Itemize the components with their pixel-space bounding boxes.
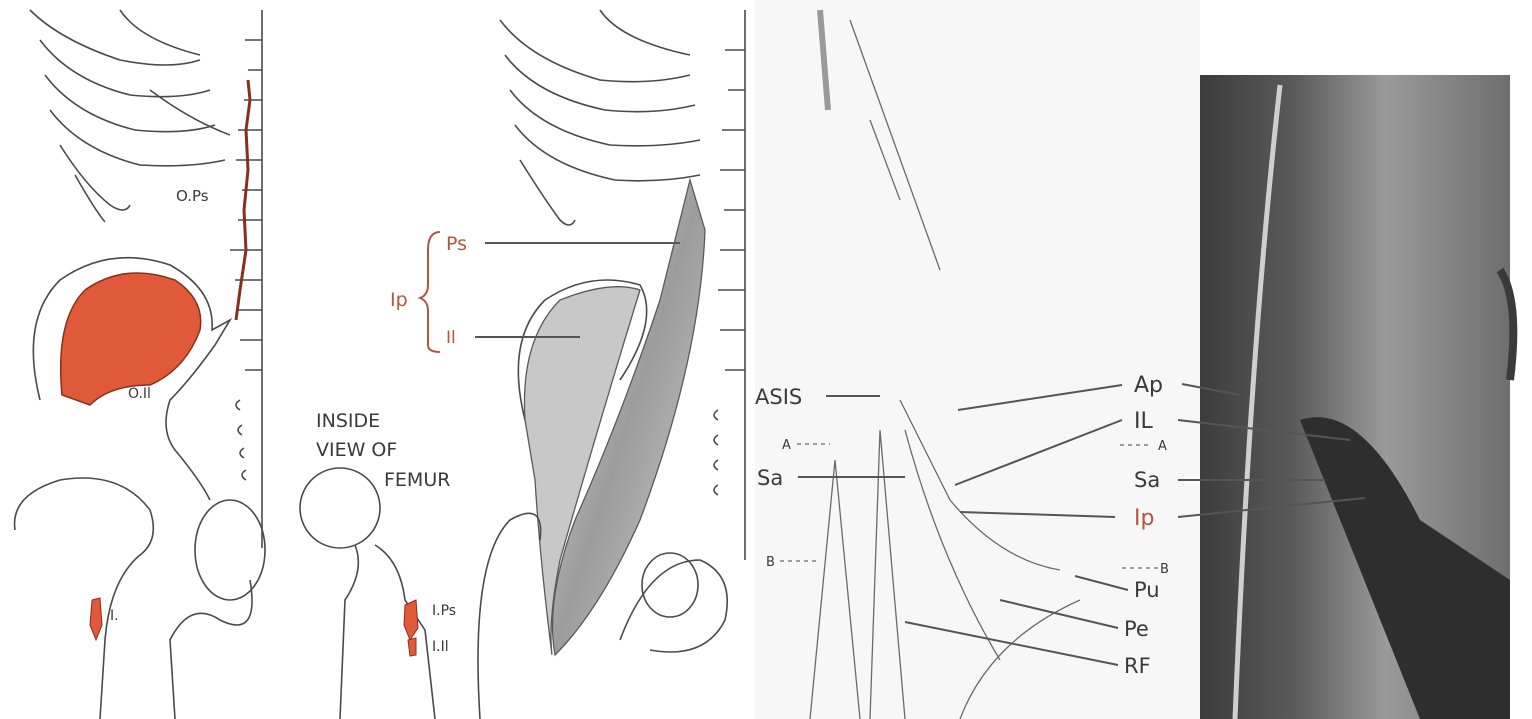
psoas-origin-marks [236,80,250,320]
label-ins-psoas: I.Ps [432,603,456,619]
label-origin-iliacus: O.Il [128,386,151,402]
rib-cage-3 [500,10,700,225]
label-iliopsoas: Ip [390,289,408,311]
insertion-mark [90,598,102,640]
panel-2-femur-inside-view: INSIDE VIEW OF FEMUR I.Ps I.Il [300,410,456,719]
label-ins-iliacus: I.Il [432,639,449,655]
label-ip: Ip [1134,506,1154,531]
brace [420,232,440,352]
spine-3 [714,10,745,560]
label-a-left: A [782,438,791,453]
insertion-iliacus-mark [408,638,416,656]
label-sa-left: Sa [757,466,783,490]
obturator-foramen [195,500,265,600]
label-ap: Ap [1134,373,1163,398]
label-b-right: B [1160,562,1169,577]
label-pe: Pe [1124,617,1149,641]
caption-line-3: FEMUR [384,469,450,491]
label-sa-right: Sa [1134,468,1160,492]
label-insertion: I. [110,608,119,624]
spine [230,10,262,548]
label-a-right: A [1158,439,1167,454]
panel-1-pelvis-origins: O.Ps O.Il I. [15,10,265,719]
label-pu: Pu [1134,578,1160,602]
label-il: IL [1134,409,1153,434]
caption-line-1: INSIDE [316,410,380,432]
femur-shaft-inside [340,545,435,719]
caption-line-2: VIEW OF [316,439,397,461]
insertion-psoas-mark [404,600,418,640]
label-asis: ASIS [755,385,802,409]
label-iliacus: Il [446,328,456,348]
panel-4-surface-anatomy: ASIS A Sa B Ap IL A Sa Ip B Pu Pe RF [755,0,1513,719]
label-origin-psoas: O.Ps [176,187,209,205]
femur-outline [15,478,154,719]
label-b-left: B [766,555,775,570]
femoral-head [300,468,380,548]
label-rf: RF [1124,654,1151,678]
label-psoas: Ps [446,233,467,255]
